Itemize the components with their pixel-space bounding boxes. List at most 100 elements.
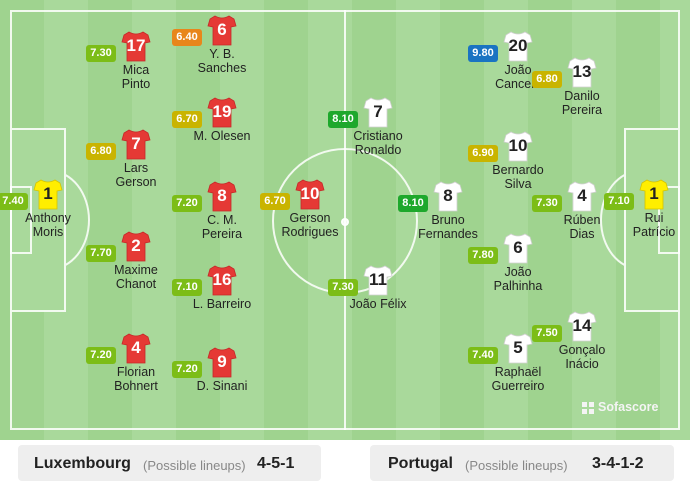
player-rating-badge: 6.70 xyxy=(172,111,202,128)
shirt-number: 5 xyxy=(513,338,523,357)
player-name: M. Olesen xyxy=(193,129,251,143)
away-lineup-note: (Possible lineups) xyxy=(465,458,568,473)
player-rating-badge: 7.80 xyxy=(468,247,498,264)
player-name: Rui Patrício xyxy=(632,211,676,239)
player-name: João Cancelo xyxy=(495,63,541,91)
shirt-number: 6 xyxy=(217,20,227,39)
player-name: Y. B. Sanches xyxy=(197,47,247,75)
shirt-icon xyxy=(121,333,151,364)
player-shirt: 7 xyxy=(362,96,394,128)
player-rating-badge: 7.10 xyxy=(604,193,634,210)
player-name: Florian Bohnert xyxy=(114,365,158,393)
shirt-number: 2 xyxy=(131,236,141,255)
player-name: João Palhinha xyxy=(493,265,543,293)
shirt-number: 7 xyxy=(373,102,383,121)
player-shirt: 9 xyxy=(206,346,238,378)
player-name: Lars Gerson xyxy=(115,161,157,189)
shirt-icon xyxy=(121,231,151,262)
player-shirt: 8 xyxy=(432,180,464,212)
left-goal-box xyxy=(10,186,32,254)
shirt-icon xyxy=(363,265,393,296)
shirt-icon xyxy=(207,15,237,46)
shirt-icon xyxy=(207,97,237,128)
player-shirt: 11 xyxy=(362,264,394,296)
shirt-number: 4 xyxy=(131,338,141,357)
shirt-number: 4 xyxy=(577,186,587,205)
shirt-icon xyxy=(567,57,597,88)
shirt-icon xyxy=(503,31,533,62)
player-rating-badge: 8.10 xyxy=(398,195,428,212)
player-name: Bruno Fernandes xyxy=(418,213,478,241)
player-rating-badge: 7.20 xyxy=(172,195,202,212)
player-rating-badge: 7.30 xyxy=(86,45,116,62)
player-rating-badge: 6.70 xyxy=(260,193,290,210)
shirt-number: 1 xyxy=(43,184,53,203)
shirt-icon xyxy=(567,311,597,342)
away-formation: 3-4-1-2 xyxy=(592,455,644,472)
shirt-icon xyxy=(207,265,237,296)
player-name: C. M. Pereira xyxy=(201,213,243,241)
player-name: João Félix xyxy=(349,297,407,311)
home-formation: 4-5-1 xyxy=(257,455,295,472)
player-name: Bernardo Silva xyxy=(492,163,544,191)
home-player[interactable]: 6.70 19 M. Olesen xyxy=(172,96,270,156)
player-rating-badge: 8.10 xyxy=(328,111,358,128)
away-team-footer[interactable]: Portugal (Possible lineups) 3-4-1-2 xyxy=(370,445,674,481)
sofascore-logo-icon xyxy=(582,402,594,414)
shirt-icon xyxy=(503,131,533,162)
player-rating-badge: 6.40 xyxy=(172,29,202,46)
player-name: Danilo Pereira xyxy=(561,89,603,117)
shirt-number: 19 xyxy=(212,102,232,121)
shirt-icon xyxy=(567,181,597,212)
player-shirt: 10 xyxy=(502,130,534,162)
shirt-icon xyxy=(207,347,237,378)
watermark-text: Sofascore xyxy=(598,400,659,414)
home-player[interactable]: 6.40 6 Y. B. Sanches xyxy=(172,14,270,75)
shirt-number: 10 xyxy=(508,136,528,155)
player-name: Maxime Chanot xyxy=(114,263,158,291)
player-name: Gonçalo Inácio xyxy=(558,343,606,371)
shirt-icon xyxy=(33,179,63,210)
player-rating-badge: 9.80 xyxy=(468,45,498,62)
shirt-number: 7 xyxy=(131,134,141,153)
player-rating-badge: 6.80 xyxy=(86,143,116,160)
shirt-icon xyxy=(639,179,669,210)
player-shirt: 7 xyxy=(120,128,152,160)
center-spot xyxy=(341,218,349,226)
home-team-footer[interactable]: Luxembourg (Possible lineups) 4-5-1 xyxy=(18,445,321,481)
player-shirt: 13 xyxy=(566,56,598,88)
player-shirt: 1 xyxy=(32,178,64,210)
player-rating-badge: 7.20 xyxy=(172,361,202,378)
shirt-number: 11 xyxy=(369,270,387,289)
player-shirt: 6 xyxy=(206,14,238,46)
shirt-number: 10 xyxy=(300,184,320,203)
player-name: Mica Pinto xyxy=(121,63,151,91)
player-shirt: 2 xyxy=(120,230,152,262)
player-rating-badge: 7.50 xyxy=(532,325,562,342)
right-goal-box xyxy=(658,186,680,254)
home-lineup-note: (Possible lineups) xyxy=(143,458,246,473)
player-rating-badge: 7.30 xyxy=(328,279,358,296)
shirt-icon xyxy=(121,31,151,62)
